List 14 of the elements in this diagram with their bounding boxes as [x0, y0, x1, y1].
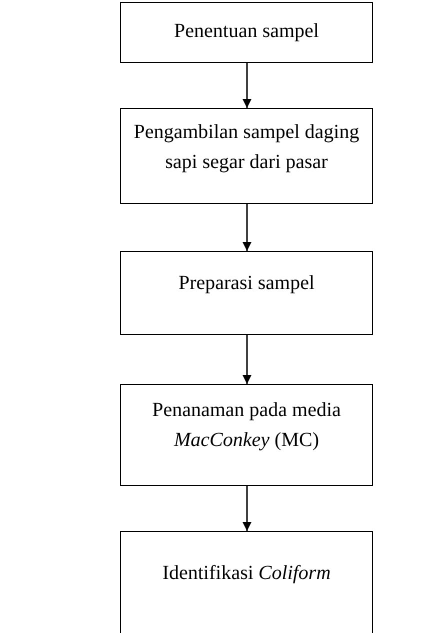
arrow	[242, 335, 252, 384]
arrow	[242, 63, 252, 108]
step-label: Penanaman pada media MacConkey (MC)	[151, 398, 342, 453]
step-label: Penentuan sampel	[173, 19, 320, 44]
step-label: Pengambilan sampel daging sapi segar dari pasar	[132, 120, 360, 175]
step-label: Identifikasi Coliform	[161, 561, 332, 586]
process-box	[120, 251, 373, 335]
arrow	[242, 486, 252, 531]
step-label: Preparasi sampel	[177, 271, 316, 296]
process-box	[120, 108, 373, 204]
process-box	[120, 531, 373, 633]
process-box	[120, 2, 373, 63]
arrow	[242, 204, 252, 251]
process-box	[120, 384, 373, 486]
